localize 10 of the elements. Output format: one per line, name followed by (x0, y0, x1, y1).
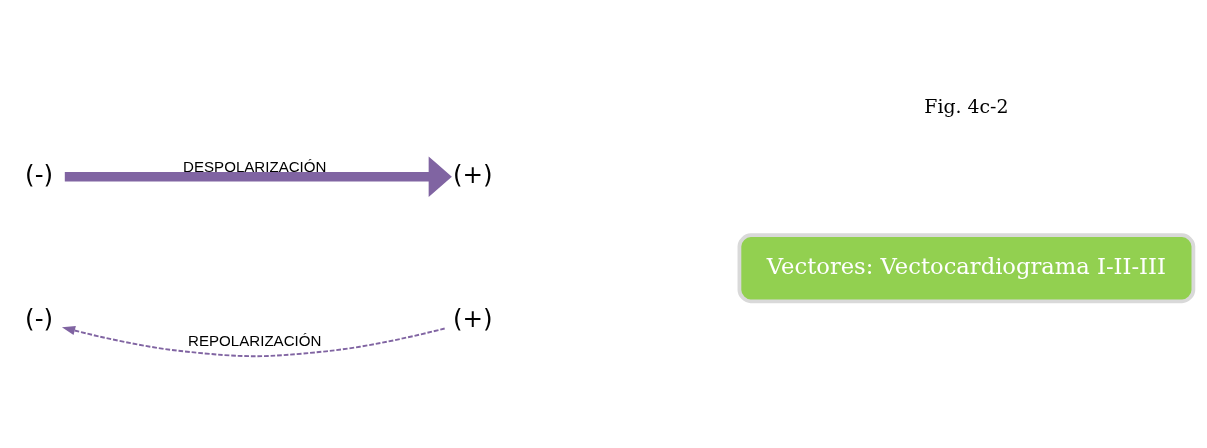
node-text: (+) (452, 159, 493, 189)
node-text: (+) (452, 304, 493, 334)
arrow (64, 156, 452, 198)
node-text: (-) (25, 159, 54, 189)
label: Fig. 4c-2 (924, 95, 1009, 118)
node-text: (-) (25, 304, 54, 334)
edge-label: DESPOLARIZACIÓN (183, 157, 327, 175)
arrow (61, 326, 446, 358)
edge-label: REPOLARIZACIÓN (188, 332, 322, 350)
node-box: Vectores: Vectocardiograma I-II-III (737, 233, 1196, 304)
